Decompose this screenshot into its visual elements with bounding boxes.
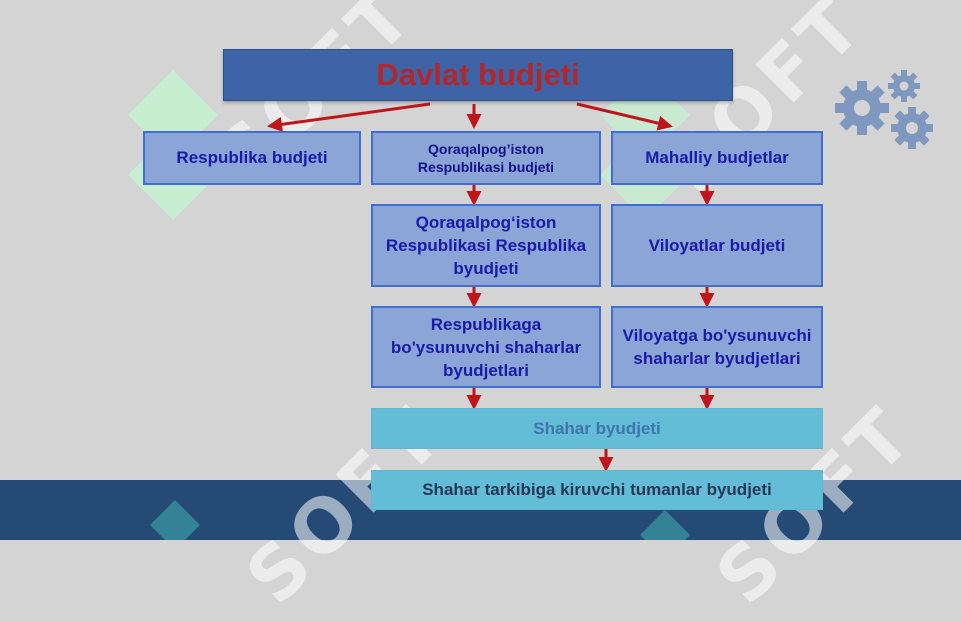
box-qoraqalpogiston-respublikasi-budjeti: Qoraqalpog’iston Respublikasi budjeti [371,131,601,185]
arrow-title-to-respublika [267,102,431,132]
box-viloyatga-shaharlar-byudjetlari: Viloyatga bo'ysunuvchi shaharlar byudjet… [611,306,823,388]
diagram-title: Davlat budjeti [376,57,580,92]
box-label: Shahar tarkibiga kiruvchi tumanlar byudj… [422,480,772,499]
box-label: Mahalliy budjetlar [645,148,789,167]
box-tumanlar-byudjeti: Shahar tarkibiga kiruvchi tumanlar byudj… [371,470,823,510]
arrow-title-to-mahalliy [576,102,673,131]
title-box: Davlat budjeti [223,49,733,101]
box-label: Viloyatlar budjeti [648,235,786,255]
box-label: Viloyatga bo'ysunuvchi shaharlar byudjet… [622,326,812,368]
box-label: Shahar byudjeti [533,418,661,438]
box-label: Respublikaga bo'ysunuvchi shaharlar byud… [390,314,582,380]
box-respublikaga-shaharlar-byudjetlari: Respublikaga bo'ysunuvchi shaharlar byud… [371,306,601,388]
box-mahalliy-budjetlar: Mahalliy budjetlar [611,131,823,185]
box-label: Qoraqalpog’iston Respublikasi budjeti [417,141,555,175]
box-label: Qoraqalpog‘iston Respublikasi Respublika… [385,213,587,278]
connector-arrows [267,102,715,472]
watermark-logo-mark [640,510,690,540]
box-label: Respublika budjeti [176,148,328,167]
box-shahar-byudjeti: Shahar byudjeti [371,408,823,449]
box-viloyatlar-budjeti: Viloyatlar budjeti [611,204,823,287]
gears-icon [835,70,933,149]
box-qoraqalpogiston-respublika-byudjeti: Qoraqalpog‘iston Respublikasi Respublika… [371,204,601,287]
watermark-logo-mark [150,500,200,540]
box-respublika-budjeti: Respublika budjeti [143,131,361,185]
